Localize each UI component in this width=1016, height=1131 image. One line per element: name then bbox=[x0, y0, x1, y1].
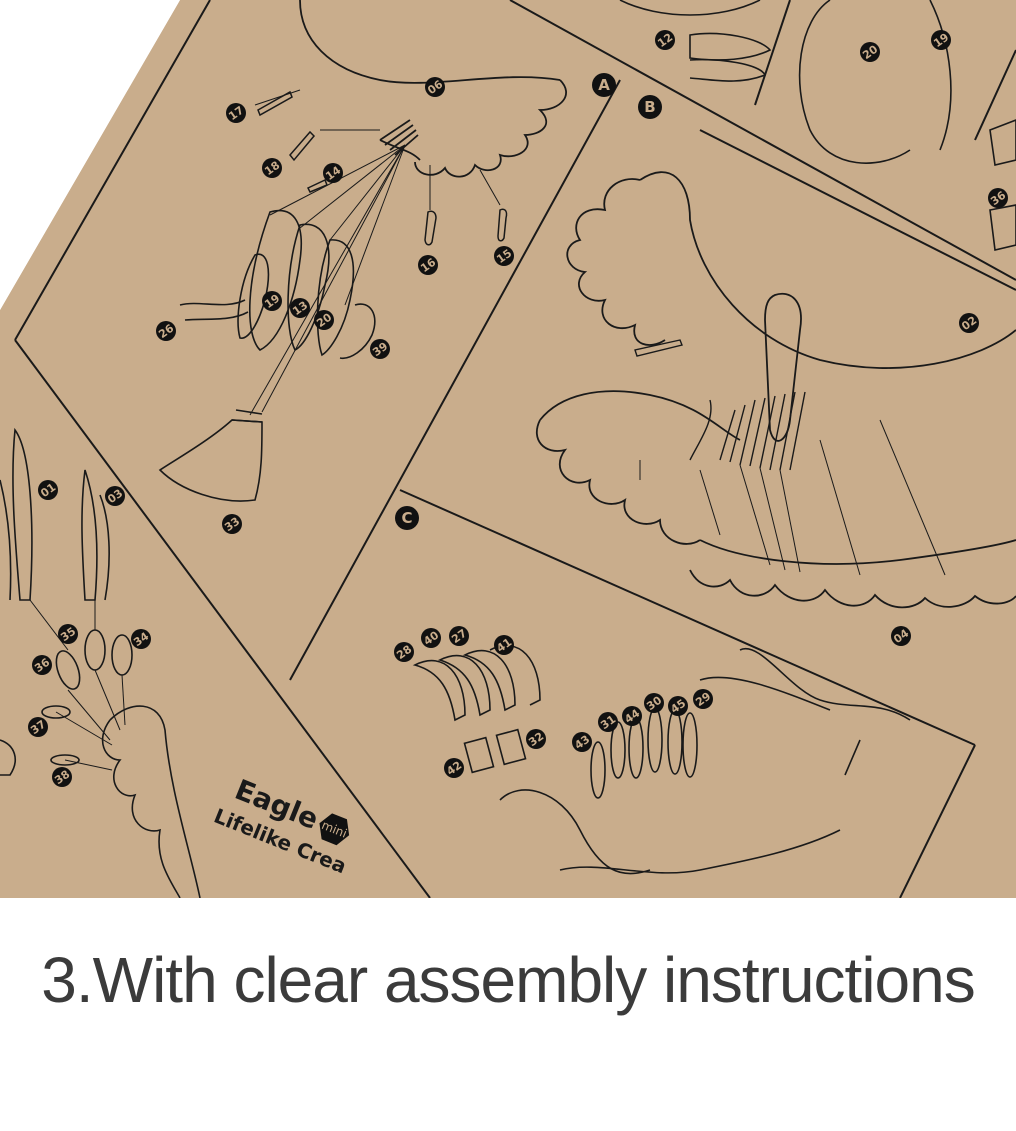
panel-badge-a: A bbox=[592, 73, 616, 97]
part-number-38: 38 bbox=[52, 767, 72, 787]
part-number-30: 30 bbox=[644, 693, 665, 713]
part-number-19: 19 bbox=[931, 30, 951, 50]
panel-badge-c: C bbox=[395, 506, 419, 530]
svg-text:C: C bbox=[401, 509, 412, 527]
svg-text:A: A bbox=[598, 76, 610, 94]
part-number-17: 17 bbox=[226, 103, 246, 123]
mini-badge: mini bbox=[319, 813, 350, 846]
feather-parts-left bbox=[0, 427, 201, 898]
part-number-04: 04 bbox=[891, 626, 912, 646]
part-number-20: 20 bbox=[314, 310, 335, 330]
part-number-02: 02 bbox=[959, 313, 979, 333]
leader-lines-b bbox=[639, 419, 946, 576]
part-number-06: 06 bbox=[425, 77, 446, 97]
part-number-15: 15 bbox=[494, 246, 514, 266]
part-number-16: 16 bbox=[418, 255, 439, 275]
part-number-33: 33 bbox=[222, 514, 242, 534]
part-number-29: 29 bbox=[693, 689, 713, 709]
part-number-43: 43 bbox=[572, 732, 592, 752]
part-number-32: 32 bbox=[526, 729, 546, 749]
part-number-20: 20 bbox=[860, 42, 881, 62]
part-number-42: 42 bbox=[444, 758, 464, 778]
part-number-13: 13 bbox=[290, 298, 310, 318]
wing-sketch-02 bbox=[535, 171, 1016, 609]
part-number-40: 40 bbox=[421, 628, 442, 648]
part-number-26: 26 bbox=[156, 321, 177, 341]
part-number-27: 27 bbox=[449, 626, 469, 646]
caption: 3.With clear assembly instructions bbox=[41, 944, 975, 1016]
part-number-03: 03 bbox=[105, 486, 125, 506]
panel-badge-b: B bbox=[638, 95, 662, 119]
part-number-34: 34 bbox=[131, 629, 152, 649]
svg-text:B: B bbox=[644, 98, 655, 116]
part-number-44: 44 bbox=[622, 706, 643, 726]
part-number-36: 36 bbox=[988, 188, 1009, 208]
part-number-31: 31 bbox=[598, 712, 618, 732]
part-number-39: 39 bbox=[370, 339, 390, 359]
panel-dividers bbox=[14, 0, 1016, 898]
part-number-12: 12 bbox=[655, 30, 675, 50]
feather-slots-b bbox=[634, 339, 806, 471]
part-number-19: 19 bbox=[262, 291, 282, 311]
top-right-parts bbox=[619, 0, 1016, 251]
part-number-45: 45 bbox=[668, 696, 688, 716]
leader-lines-a bbox=[249, 89, 501, 416]
part-number-18: 18 bbox=[262, 158, 282, 178]
part-number-41: 41 bbox=[494, 635, 514, 655]
part-number-14: 14 bbox=[323, 163, 344, 183]
body-parts-sketch bbox=[158, 209, 376, 502]
part-number-37: 37 bbox=[28, 717, 48, 737]
cardboard-sheet bbox=[0, 0, 1016, 898]
wing-sketch-06 bbox=[299, 0, 567, 178]
part-number-28: 28 bbox=[394, 642, 414, 662]
small-parts-a bbox=[257, 90, 508, 246]
part-number-35: 35 bbox=[58, 624, 78, 644]
part-number-36: 36 bbox=[32, 655, 53, 675]
part-number-01: 01 bbox=[38, 480, 58, 500]
